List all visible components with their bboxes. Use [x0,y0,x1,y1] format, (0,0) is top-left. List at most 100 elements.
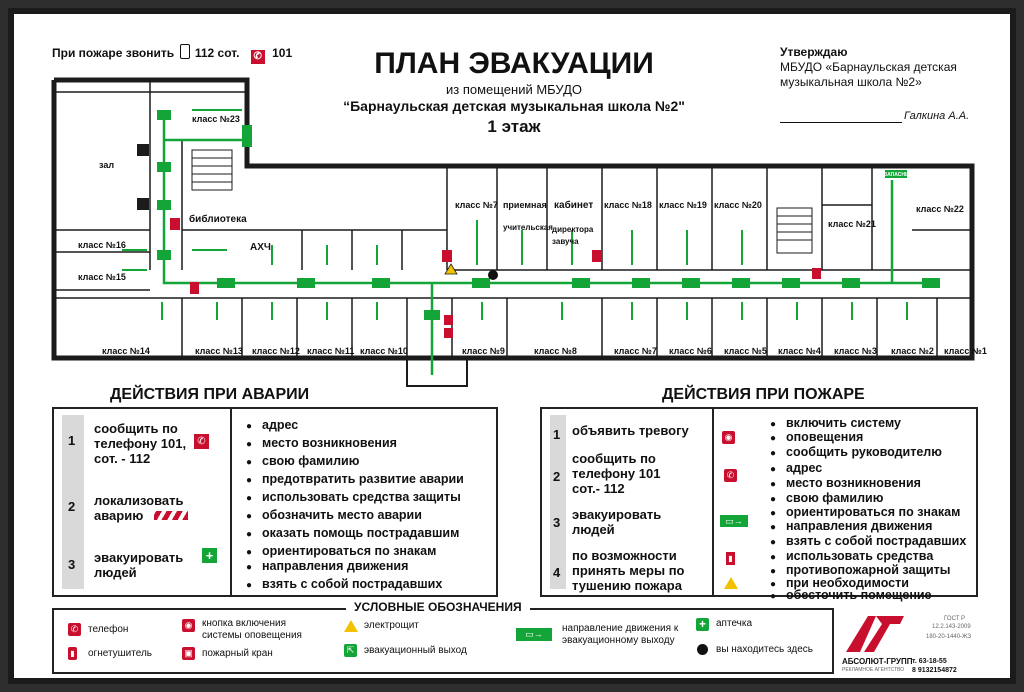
fire-step-3-line-2: людей [572,522,615,537]
exit-direction-icon: ▭→ [516,628,552,641]
accident-bullet: свою фамилию [246,454,359,470]
accident-step-1-line-3: сот. - 112 [94,451,151,466]
fire-bullet-continuation: оповещения [770,430,863,446]
gost-line-2: 12.2.143-2009 [932,624,971,630]
room-arrows [122,109,908,320]
fire-number-column [550,415,566,589]
fire-bullet-continuation: противопожарной защиты [770,563,951,579]
accident-bullet: оказать помощь пострадавшим [246,526,459,542]
fire-bullet-continuation: обесточить помещение [770,588,931,604]
first-aid-icon: + [696,618,709,631]
room-zavucha: завуча [552,237,579,246]
fire-step-1-num: 1 [553,427,561,442]
fire-bullet: ориентироваться по знакам [770,505,960,521]
accident-divider [230,409,232,595]
fire-bullet: взять с собой пострадавших [770,534,966,550]
mobile-phone-icon [179,44,190,59]
accident-step-2-line-2: аварию [94,508,144,523]
fire-step-2-line-3: сот.- 112 [572,481,625,496]
room-klass-3: класс №3 [834,346,877,356]
room-uchitelskaya: учительская [503,223,553,232]
room-kabinet: кабинет [554,199,593,211]
fire-bullet: сообщить руководителю [770,445,942,461]
legend-hydrant: пожарный кран [202,648,273,659]
electric-panel-marker [444,263,458,275]
accident-bullet: предотвратить развитие аварии [246,472,464,488]
room-klass-16: класс №16 [78,240,126,250]
inner-walls [54,80,972,358]
legend-electric: электрощит [364,620,419,631]
legend-heading: УСЛОВНЫЕ ОБОЗНАЧЕНИЯ [346,600,530,614]
accident-number-column [62,415,84,589]
room-akhch: АХЧ [250,242,271,253]
room-klass-15: класс №15 [78,272,126,282]
company-name: АБСОЛЮТ-ГРУПП [842,657,913,666]
legend-phone: телефон [88,624,129,635]
alarm-button-icon: ◉ [722,431,735,444]
accident-bullet: взять с собой пострадавших [246,577,442,593]
room-direktora: директора [552,225,594,234]
fire-bullet: адрес [770,461,822,477]
fire-step-2-line-1: сообщить по [572,451,656,466]
accident-panel: 1 сообщить по телефону 101, ✆ сот. - 112… [52,407,498,597]
accident-bullet: обозначить место аварии [246,508,422,524]
extinguisher-icon: ▮ [726,552,735,565]
room-biblioteka: библиотека [189,213,247,225]
plan-code: 180-20-1440-ЖЗ [926,634,972,640]
company-tagline: РЕКЛАМНОЕ АГЕНТСТВО [842,667,905,673]
legend-exit: эвакуационный выход [364,645,467,656]
legend-panel: УСЛОВНЫЕ ОБОЗНАЧЕНИЯ ✆ телефон ▮ огнетуш… [52,600,834,674]
room-klass-5: класс №5 [724,346,767,356]
gost-line-1: ГОСТ Р [944,616,966,622]
accident-step-1-line-1: сообщить по [94,421,178,436]
column [137,198,149,210]
fire-bullet: место возникновения [770,476,921,492]
fire-call-mobile: 112 сот. [194,46,240,60]
fire-call-line: При пожаре звонить 112 сот. ✆ 101 [52,44,292,64]
exit-direction-icon: ▭→ [720,515,748,527]
floor-plan: зал класс №23 библиотека класс №16 класс… [51,77,987,387]
fire-step-3-num: 3 [553,515,561,530]
company-logo [846,612,906,656]
accident-bullet: ориентироваться по знакам [246,544,436,560]
legend-alarm-2: системы оповещения [202,630,302,641]
legend-alarm-1: кнопка включения [202,618,287,629]
phone-icon: ✆ [68,623,81,636]
room-klass-11: класс №11 [307,346,354,356]
room-zal: зал [99,160,114,170]
first-aid-icon: + [202,548,217,563]
fire-panel: 1 объявить тревогу 2 сообщить по телефон… [540,407,978,604]
room-priemnaya: приемная [503,200,547,210]
room-klass-13: класс №13 [195,346,243,356]
you-are-here-icon [697,644,708,655]
fire-bullet: при необходимости [770,576,909,592]
approval-signer: Галкина А.А. [904,110,970,122]
floor-label: 1 этаж [487,117,541,136]
room-klass-7: класс №7 [455,200,498,210]
legend-extinguisher: огнетушитель [88,648,153,659]
accident-step-3-num: 3 [68,557,76,572]
staircase-right [776,207,813,254]
fire-bullet-continuation: направления движения [770,519,932,535]
room-klass-9: класс №9 [462,346,505,356]
electric-warning-icon [724,577,738,589]
fire-bullet: использовать средства [770,549,933,565]
phone-icon: ✆ [250,50,265,64]
accident-step-3-line-2: людей [94,565,137,580]
fire-step-4-line-2: принять меры по [572,563,685,578]
accident-bullet-continuation: направления движения [246,559,408,575]
room-klass-23: класс №23 [192,114,240,124]
emergency-exit-label: ЗАПАСНЫЙ ВЫХОД [884,170,934,178]
accident-step-1-line-2: телефону 101, [94,436,187,451]
fire-equipment [170,218,821,338]
accident-step-3-line-1: эвакуировать [94,550,184,565]
fire-heading: ДЕЙСТВИЯ ПРИ ПОЖАРЕ [662,386,865,403]
fire-step-4-num: 4 [553,565,561,580]
alarm-button-icon: ◉ [182,619,195,632]
accident-heading: ДЕЙСТВИЯ ПРИ АВАРИИ [110,386,310,403]
room-klass-7-bottom: класс №7 [614,346,657,356]
fire-bullet: включить систему [770,416,901,432]
room-klass-21: класс №21 [828,219,876,229]
legend-first-aid: аптечка [716,618,753,629]
accident-bullet: использовать средства защиты [246,490,461,506]
